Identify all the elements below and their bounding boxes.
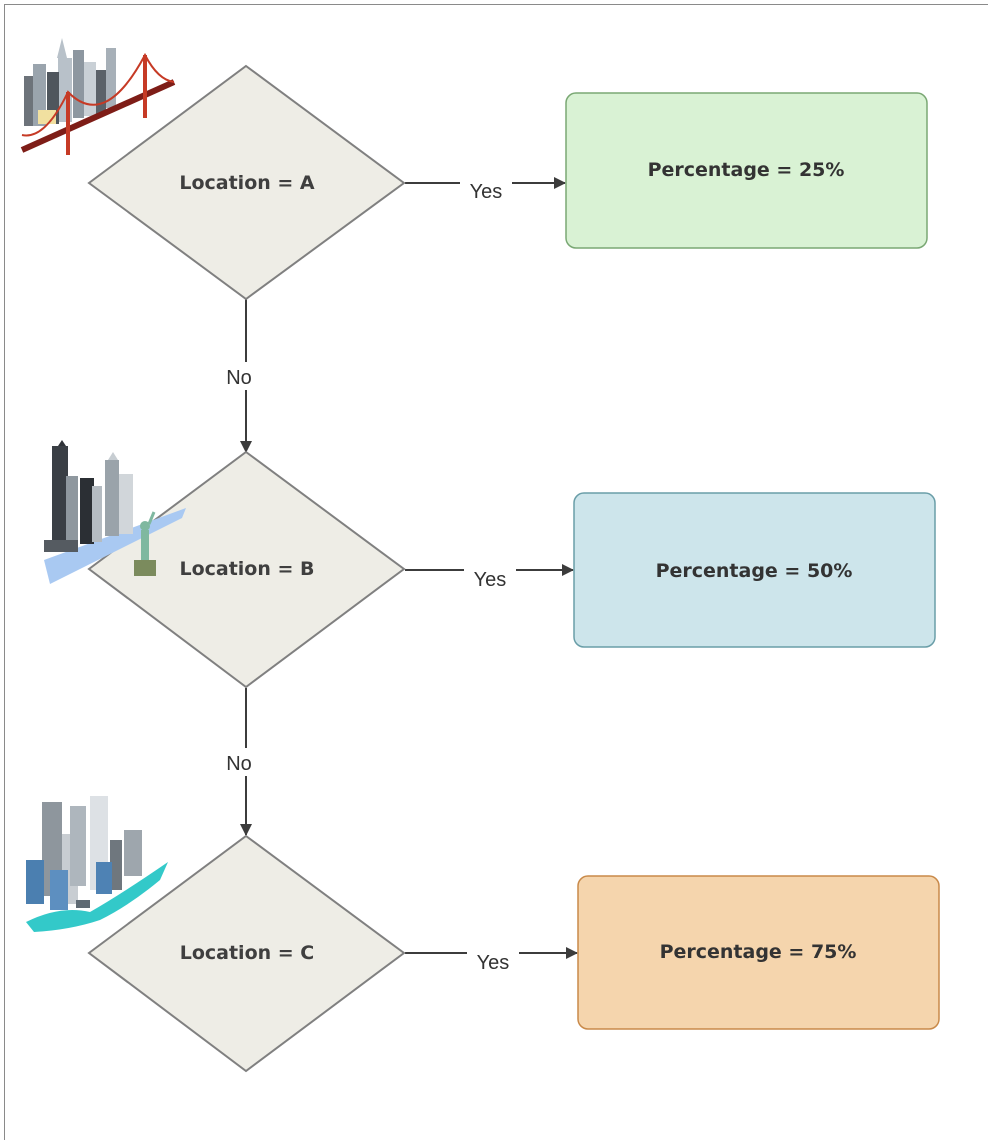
outcome-label-25: Percentage = 25% (648, 159, 845, 181)
outcome-box-50: Percentage = 50% (573, 492, 936, 648)
canvas-frame (4, 4, 988, 1140)
yes-label-b: Yes (474, 569, 507, 591)
city-bridge-icon (20, 38, 176, 155)
outcome-box-75: Percentage = 75% (577, 875, 940, 1030)
city-harbor-icon (26, 796, 168, 932)
outcome-label-50: Percentage = 50% (656, 560, 853, 582)
decision-label-c: Location = C (180, 942, 315, 964)
decision-label-a: Location = A (179, 172, 315, 194)
yes-label-a: Yes (470, 181, 503, 203)
decision-node-a: Location = A (87, 64, 406, 301)
decision-label-b: Location = B (179, 558, 314, 580)
city-liberty-icon (44, 440, 186, 584)
decision-node-c: Location = C (87, 834, 406, 1073)
outcome-box-25: Percentage = 25% (565, 92, 928, 249)
no-label-ab: No (226, 367, 252, 389)
no-label-bc: No (226, 753, 252, 775)
yes-label-c: Yes (477, 952, 510, 974)
outcome-label-75: Percentage = 75% (660, 941, 857, 963)
edge-label-backgrounds (220, 170, 519, 968)
